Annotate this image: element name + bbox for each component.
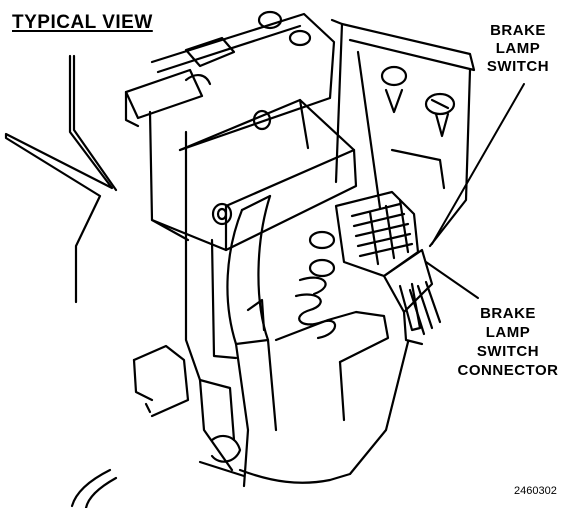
leader-lines bbox=[425, 83, 525, 299]
pedal-arm bbox=[226, 194, 278, 488]
figure-number: 2460302 bbox=[514, 485, 557, 497]
brake-lamp-switch-label: BRAKE LAMP SWITCH bbox=[486, 22, 550, 75]
view-title: TYPICAL VIEW bbox=[12, 12, 153, 33]
switch-connector bbox=[382, 248, 442, 346]
brake-lamp-switch bbox=[334, 190, 420, 278]
return-spring bbox=[294, 230, 337, 340]
firewall-plate bbox=[330, 18, 476, 248]
break-line bbox=[4, 54, 118, 304]
mounting-bracket bbox=[124, 10, 336, 242]
brake-lamp-switch-connector-label: BRAKE LAMP SWITCH CONNECTOR bbox=[457, 305, 559, 379]
lower-bracket bbox=[70, 310, 410, 510]
pivot-housing bbox=[150, 98, 358, 252]
support-plate bbox=[184, 234, 238, 472]
